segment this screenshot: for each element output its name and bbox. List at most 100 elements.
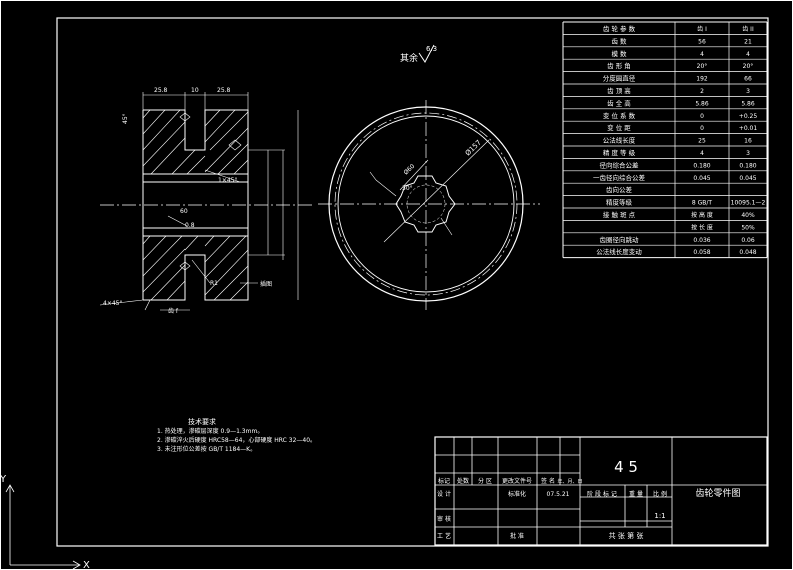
table-cell: 4 (700, 150, 704, 157)
svg-text:齿 f: 齿 f (168, 307, 179, 315)
ucs-axis-icon (5, 484, 81, 570)
svg-text:标记: 标记 (438, 477, 450, 485)
table-cell: 模 数 (611, 49, 627, 58)
table-cell: 0 (700, 113, 704, 120)
svg-text:重 量: 重 量 (629, 490, 643, 498)
svg-text:30°: 30° (402, 185, 413, 192)
table-cell: 按 长 度 (691, 223, 713, 231)
table-header-cell: 齿 II (742, 25, 754, 33)
table-cell: 5.86 (741, 100, 755, 107)
technical-notes: 技术要求 1. 热处理，渗碳层深度 0.9—1.3mm。 2. 渗碳淬火后硬度 … (157, 417, 316, 453)
table-cell: 50% (741, 224, 755, 231)
table-cell: 按 高 度 (691, 211, 713, 219)
svg-text:60: 60 (180, 208, 188, 215)
table-cell: 16 (744, 138, 752, 145)
table-cell: 0 (700, 125, 704, 132)
svg-text:Ø157: Ø157 (464, 139, 483, 158)
svg-text:45°: 45° (122, 113, 129, 124)
table-cell: 21 (744, 38, 752, 45)
table-cell: 0.036 (693, 237, 710, 244)
table-cell: 齿圈径向跳动 (600, 235, 640, 244)
table-cell: 齿 全 高 (607, 98, 631, 107)
title-block (434, 436, 768, 546)
table-cell: 一齿径向综合公差 (593, 173, 646, 182)
svg-text:1. 热处理，渗碳层深度 0.9—1.3mm。: 1. 热处理，渗碳层深度 0.9—1.3mm。 (157, 427, 263, 435)
table-cell: 径向综合公差 (600, 160, 640, 169)
table-cell: +0.01 (739, 125, 758, 132)
svg-text:审 核: 审 核 (437, 515, 451, 523)
svg-text:共 张 第 张: 共 张 第 张 (609, 531, 644, 540)
svg-text:插图: 插图 (260, 280, 272, 288)
svg-text:比 例: 比 例 (653, 490, 667, 498)
table-cell: 齿 数 (611, 36, 627, 45)
section-view-dims: 25.8 10 25.8 1×45° 60 0.8 R1 插图 4×45° 齿 … (103, 87, 272, 315)
table-cell: 0.045 (693, 175, 710, 182)
table-cell: 接 触 斑 点 (603, 210, 636, 219)
y-axis-label: Y (0, 474, 7, 485)
table-cell: 66 (744, 76, 752, 83)
svg-text:阶 段 标 记: 阶 段 标 记 (587, 490, 617, 498)
table-cell: 3 (746, 150, 750, 157)
svg-text:10: 10 (191, 87, 199, 94)
svg-text:25.8: 25.8 (154, 87, 168, 94)
svg-text:标准化: 标准化 (508, 490, 526, 498)
inner-frame (56, 17, 769, 547)
front-view-dims: Ø157 Ø60 30° (402, 139, 483, 192)
svg-text:签 名: 签 名 (541, 477, 555, 485)
title-block-text: 4 5 齿轮零件图 1:1 07.5.21 标记 处数 分 区 更改文件号 签 … (437, 458, 740, 540)
svg-text:4×45°: 4×45° (103, 300, 122, 307)
svg-text:3. 未注形位公差按 GB/T 1184—K。: 3. 未注形位公差按 GB/T 1184—K。 (157, 445, 256, 453)
table-cell: 40% (741, 212, 755, 219)
svg-text:6.3: 6.3 (426, 45, 437, 53)
svg-text:批 准: 批 准 (510, 532, 524, 540)
table-cell: 3 (746, 88, 750, 95)
svg-text:R1: R1 (210, 280, 218, 287)
table-header-cell: 齿 I (697, 25, 707, 33)
table-cell: 精 度 等 级 (603, 148, 636, 157)
table-cell: 25 (698, 138, 706, 145)
table-cell: 变 位 距 (607, 123, 631, 132)
table-cell: 10095.1—2 (731, 200, 766, 207)
svg-text:分 区: 分 区 (478, 477, 492, 485)
table-header-cell: 齿 轮 参 数 (603, 24, 636, 33)
svg-text:工 艺: 工 艺 (437, 532, 451, 540)
svg-text:2. 渗碳淬火后硬度 HRC58—64，心部硬度 HRC 3: 2. 渗碳淬火后硬度 HRC58—64，心部硬度 HRC 32—40。 (157, 436, 316, 444)
table-cell: 0.048 (739, 249, 756, 256)
table-cell: 公法线长度变动 (596, 247, 642, 256)
table-cell: 2 (700, 88, 704, 95)
table-cell: +0.25 (739, 113, 758, 120)
table-cell: 20° (743, 63, 754, 70)
svg-text:技术要求: 技术要求 (188, 417, 216, 426)
table-cell: 精度等级 (606, 198, 633, 207)
table-cell: 公法线长度 (603, 136, 636, 145)
svg-text:处数: 处数 (457, 477, 469, 485)
table-cell: 0.180 (739, 162, 756, 169)
table-cell: 4 (700, 51, 704, 58)
table-cell: 8 GB/T (692, 200, 713, 207)
table-cell: 0.058 (693, 249, 710, 256)
section-view (99, 92, 315, 311)
svg-text:07.5.21: 07.5.21 (547, 491, 570, 498)
svg-text:1×45°: 1×45° (218, 177, 237, 184)
table-cell: 变 位 系 数 (603, 111, 636, 120)
svg-text:4 5: 4 5 (614, 458, 638, 476)
table-cell: 分度圆直径 (603, 74, 636, 83)
svg-text:25.8: 25.8 (217, 87, 231, 94)
svg-text:更改文件号: 更改文件号 (502, 477, 532, 485)
table-cell: 20° (697, 63, 708, 70)
table-cell: 0.045 (739, 175, 756, 182)
table-cell: 192 (696, 76, 708, 83)
x-axis-label: X (83, 560, 90, 570)
front-view (318, 100, 540, 310)
table-cell: 齿 形 角 (607, 61, 631, 70)
table-cell: 0.06 (741, 237, 755, 244)
svg-text:年、月、日: 年、月、日 (557, 478, 582, 485)
svg-text:0.8: 0.8 (185, 222, 195, 229)
table-cell: 齿 顶 高 (607, 86, 631, 95)
table-cell: 4 (746, 51, 750, 58)
svg-text:1:1: 1:1 (654, 512, 665, 520)
table-cell: 5.86 (695, 100, 709, 107)
